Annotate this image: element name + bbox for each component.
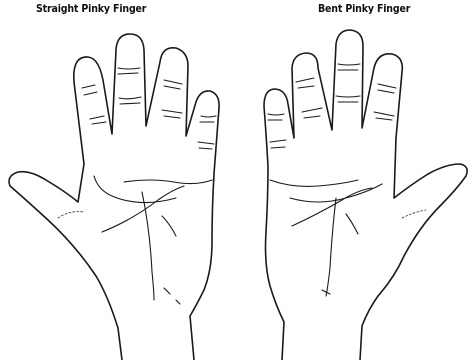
- left-finger-joint-creases: [82, 68, 216, 149]
- right-finger-joint-creases: [268, 64, 396, 148]
- right-hand-outline: [264, 30, 467, 360]
- right-hand-bent-pinky: [264, 30, 467, 360]
- left-palm-lines: [58, 176, 212, 304]
- left-hand-straight-pinky: [9, 34, 219, 360]
- right-palm-lines: [270, 180, 426, 296]
